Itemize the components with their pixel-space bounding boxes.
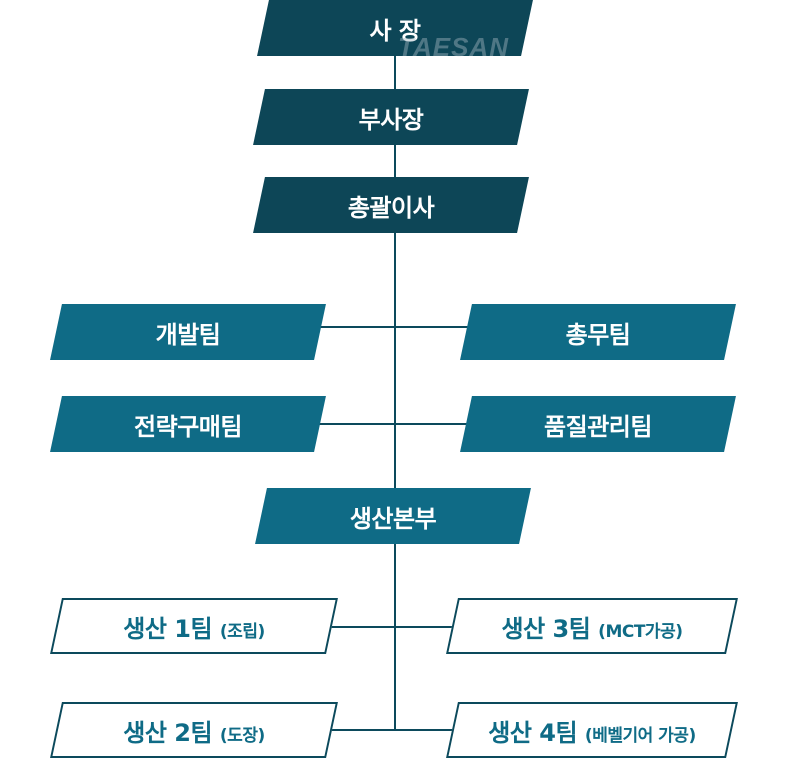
node-production-1: 생산 1팀 (조립)	[50, 598, 338, 654]
node-general-director-label: 총괄이사	[347, 193, 435, 222]
node-production-2-name: 생산 2팀	[123, 718, 213, 747]
node-president: 사 장	[257, 0, 533, 56]
node-vice-president-label: 부사장	[358, 105, 424, 134]
connector-row-3	[328, 626, 458, 628]
node-production-2-sub: (도장)	[219, 725, 265, 746]
node-production-2-label: 생산 2팀 (도장)	[123, 713, 265, 748]
node-purchasing-team: 전략구매팀	[50, 396, 326, 452]
node-production-3-label: 생산 3팀 (MCT가공)	[502, 609, 683, 644]
node-production-1-label: 생산 1팀 (조립)	[123, 609, 265, 644]
node-production-4-name: 생산 4팀	[488, 718, 578, 747]
node-general-director: 총괄이사	[253, 177, 529, 233]
node-general-affairs-team: 총무팀	[460, 304, 736, 360]
connector-row-1	[318, 326, 470, 328]
node-production-4-sub: (베벨기어 가공)	[584, 725, 696, 746]
node-production-1-sub: (조립)	[219, 621, 265, 642]
node-general-affairs-team-label: 총무팀	[565, 320, 631, 349]
node-production-division: 생산본부	[255, 488, 531, 544]
watermark-logo-text: TAESAN	[398, 32, 509, 62]
node-quality-team: 품질관리팀	[460, 396, 736, 452]
connector-row-2	[318, 423, 470, 425]
node-production-3-name: 생산 3팀	[501, 614, 591, 643]
node-purchasing-team-label: 전략구매팀	[134, 412, 242, 441]
node-production-3: 생산 3팀 (MCT가공)	[446, 598, 738, 654]
node-vice-president: 부사장	[253, 89, 529, 145]
node-production-4-label: 생산 4팀 (베벨기어 가공)	[488, 713, 696, 748]
node-quality-team-label: 품질관리팀	[544, 412, 652, 441]
node-production-4: 생산 4팀 (베벨기어 가공)	[446, 702, 738, 758]
node-production-division-label: 생산본부	[349, 504, 437, 533]
node-production-3-sub: (MCT가공)	[598, 621, 683, 642]
connector-trunk	[394, 40, 396, 730]
node-president-label: 사 장	[369, 16, 421, 45]
node-development-team-label: 개발팀	[155, 320, 221, 349]
node-production-2: 생산 2팀 (도장)	[50, 702, 338, 758]
connector-row-4	[328, 729, 458, 731]
node-development-team: 개발팀	[50, 304, 326, 360]
node-production-1-name: 생산 1팀	[123, 614, 213, 643]
